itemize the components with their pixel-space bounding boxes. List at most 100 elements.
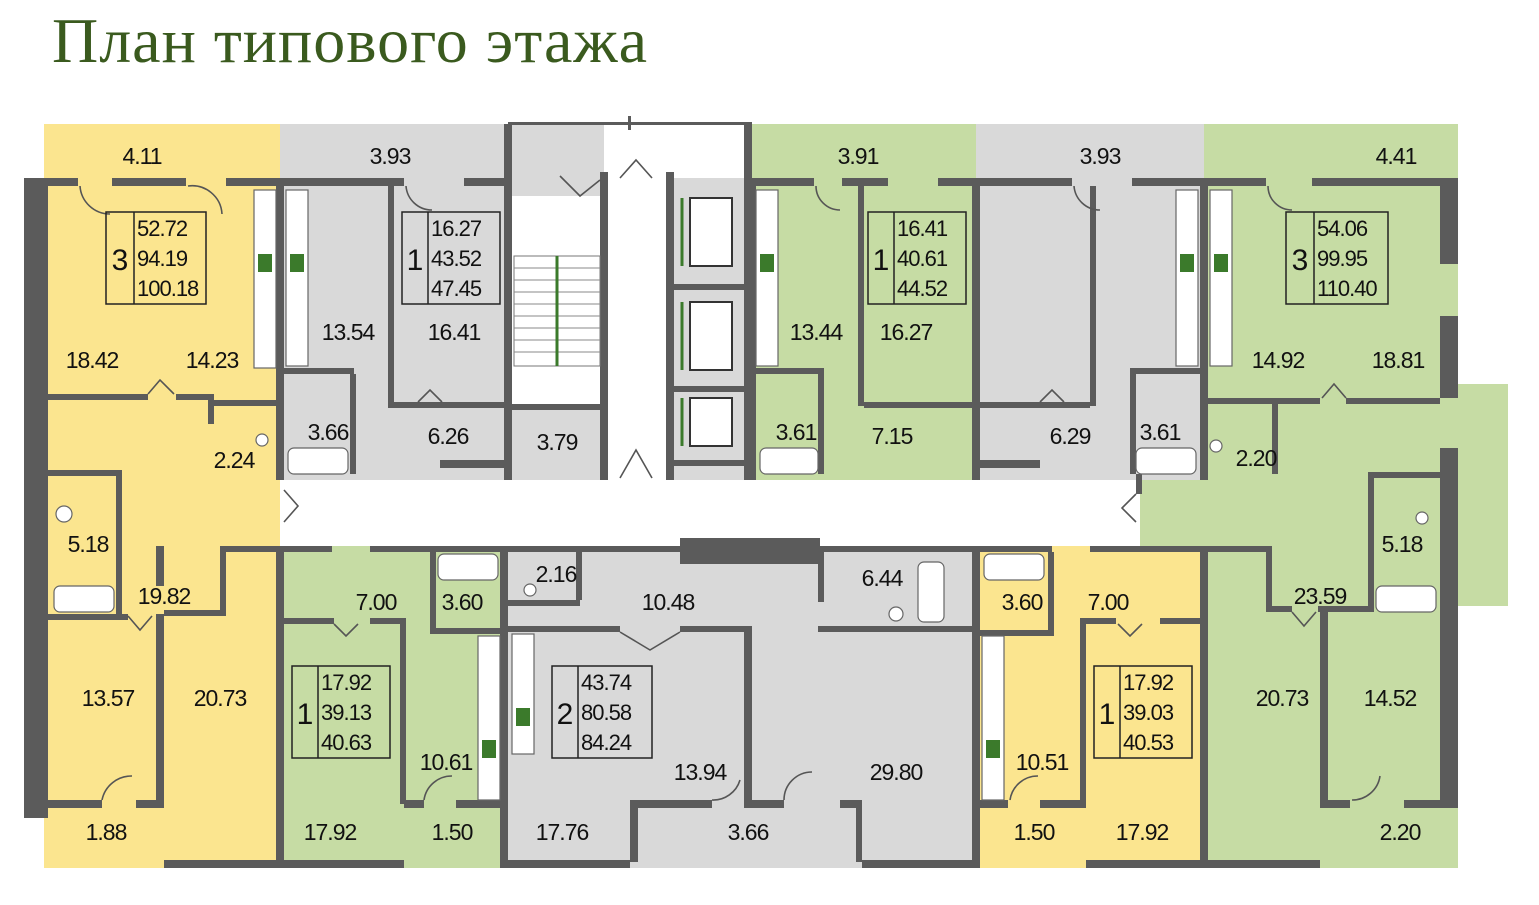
wall bbox=[350, 374, 356, 474]
zone-green-right bbox=[1204, 124, 1458, 868]
door-swing bbox=[1117, 623, 1143, 638]
room-area: 13.44 bbox=[790, 319, 844, 345]
wall bbox=[508, 860, 630, 868]
wall bbox=[1090, 186, 1096, 406]
apartment-room-count: 3 bbox=[1292, 244, 1309, 277]
door-swing bbox=[283, 489, 300, 523]
room-area: 23.59 bbox=[1294, 583, 1347, 609]
toilet-icon bbox=[1209, 439, 1223, 453]
wall bbox=[500, 546, 508, 868]
wall bbox=[680, 626, 752, 632]
toilet-icon bbox=[55, 505, 73, 523]
wall bbox=[818, 626, 976, 632]
stove-icon bbox=[760, 254, 774, 272]
wall bbox=[756, 368, 824, 374]
door-swing bbox=[559, 175, 601, 198]
door-swing bbox=[417, 388, 443, 403]
room-area: 2.20 bbox=[1380, 819, 1421, 845]
room-area: 13.94 bbox=[674, 759, 728, 785]
wall bbox=[404, 800, 424, 808]
wall bbox=[864, 402, 976, 408]
wall bbox=[1404, 800, 1458, 808]
wall bbox=[680, 538, 820, 564]
room-area: 1.50 bbox=[432, 819, 473, 845]
wall bbox=[1266, 546, 1272, 612]
wall bbox=[1040, 800, 1086, 808]
wall bbox=[744, 800, 784, 808]
wall bbox=[748, 186, 756, 480]
wall bbox=[284, 546, 332, 552]
wall bbox=[508, 600, 580, 606]
wall bbox=[24, 178, 48, 818]
lift-cabin bbox=[689, 397, 733, 447]
wall bbox=[1312, 178, 1448, 186]
zone-yellow-bottom-right bbox=[976, 546, 1204, 868]
wall bbox=[674, 284, 744, 290]
wall bbox=[1374, 472, 1440, 478]
apartment-badge: 3 52.72 94.19 100.18 bbox=[105, 211, 207, 305]
wall bbox=[1132, 178, 1204, 186]
apartment-total-with-balcony: 47.45 bbox=[431, 276, 482, 301]
room-area: 1.50 bbox=[1014, 819, 1055, 845]
door-swing bbox=[619, 158, 653, 179]
wall bbox=[1208, 546, 1272, 552]
room-area: 18.42 bbox=[66, 347, 119, 373]
wall bbox=[1208, 398, 1320, 404]
apartment-total-with-balcony: 40.63 bbox=[321, 730, 372, 755]
room-area: 17.76 bbox=[536, 819, 589, 845]
apartment-total-with-balcony: 100.18 bbox=[137, 276, 199, 301]
apartment-total-with-balcony: 110.40 bbox=[1317, 276, 1377, 301]
apartment-room-count: 1 bbox=[1099, 698, 1116, 731]
room-area: 14.92 bbox=[1252, 347, 1305, 373]
door-swing bbox=[1291, 611, 1317, 628]
wall bbox=[1090, 546, 1204, 552]
apartment-living-area: 43.74 bbox=[581, 670, 632, 695]
wall bbox=[156, 614, 164, 804]
room-area: 10.51 bbox=[1016, 749, 1069, 775]
toilet-icon bbox=[255, 433, 269, 447]
wall bbox=[818, 374, 824, 474]
wall bbox=[220, 546, 284, 552]
room-area: 29.80 bbox=[870, 759, 923, 785]
door-swing bbox=[1073, 185, 1101, 211]
wall bbox=[208, 394, 214, 424]
apartment-room-count: 1 bbox=[873, 244, 890, 277]
bathtub-icon bbox=[437, 553, 499, 581]
apartment-total-with-balcony: 84.24 bbox=[581, 730, 632, 755]
apartment-room-count: 3 bbox=[112, 244, 129, 277]
room-area: 4.41 bbox=[1376, 143, 1417, 169]
wall bbox=[48, 614, 128, 620]
wall bbox=[938, 178, 976, 186]
wall bbox=[226, 178, 280, 186]
room-area: 3.93 bbox=[370, 143, 411, 169]
toilet-icon bbox=[1415, 511, 1429, 525]
wall bbox=[164, 860, 276, 868]
room-area: 17.92 bbox=[304, 819, 357, 845]
room-area: 19.82 bbox=[138, 583, 191, 609]
wall bbox=[1208, 860, 1320, 868]
wall bbox=[116, 470, 122, 616]
room-area: 4.11 bbox=[122, 143, 161, 169]
wall bbox=[1200, 546, 1208, 868]
room-area: 13.54 bbox=[322, 319, 376, 345]
wall bbox=[856, 800, 862, 862]
lifts bbox=[680, 197, 733, 447]
room-area: 5.18 bbox=[68, 531, 109, 557]
door-swing bbox=[711, 779, 741, 801]
room-area: 14.52 bbox=[1364, 685, 1417, 711]
wall bbox=[440, 460, 504, 468]
wall bbox=[508, 626, 620, 632]
room-area: 3.66 bbox=[728, 819, 769, 845]
lift-cabin bbox=[689, 301, 733, 371]
wall bbox=[1318, 606, 1368, 612]
wall bbox=[430, 546, 436, 634]
lift-cabin bbox=[689, 197, 733, 267]
kitchen-counter-icon bbox=[477, 635, 501, 801]
door-swing bbox=[1039, 388, 1065, 403]
apartment-total-area: 39.13 bbox=[321, 700, 372, 725]
room-area: 6.26 bbox=[428, 423, 469, 449]
wall bbox=[370, 546, 504, 552]
wall bbox=[1272, 404, 1278, 474]
room-area: 2.20 bbox=[1236, 445, 1277, 471]
zone-green-right-loggia bbox=[1456, 384, 1508, 606]
